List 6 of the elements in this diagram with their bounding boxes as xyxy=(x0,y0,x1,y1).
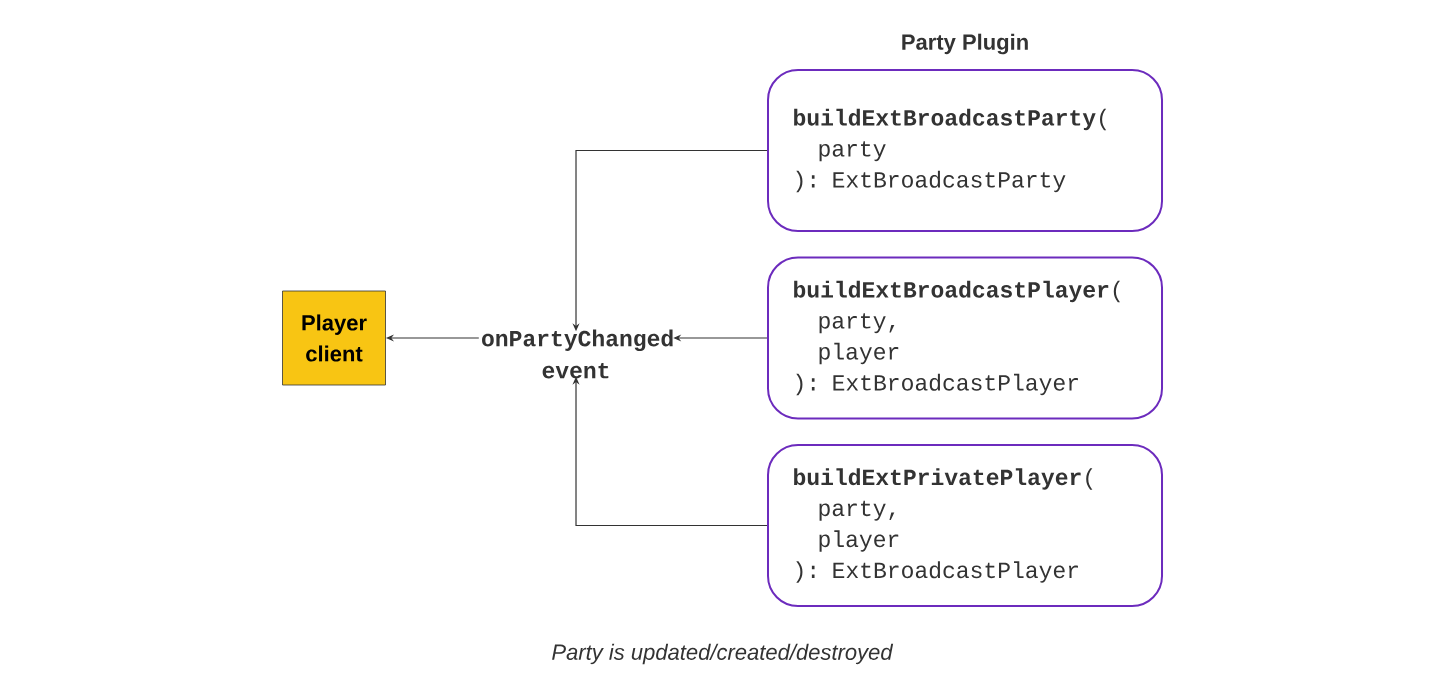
event-label: onPartyChanged event xyxy=(482,329,673,379)
caption: Party is updated/created/destroyed xyxy=(552,643,894,665)
client-box: Player client xyxy=(282,290,386,386)
function-box: buildExtPrivatePlayer( party, player ): ExtBroadcastPlayer xyxy=(767,444,1163,607)
function-box: buildExtBroadcastParty( party ): ExtBroadcastParty xyxy=(767,69,1163,232)
function-box: buildExtBroadcastPlayer( party, player ): ExtBroadcastPlayer xyxy=(767,256,1163,420)
